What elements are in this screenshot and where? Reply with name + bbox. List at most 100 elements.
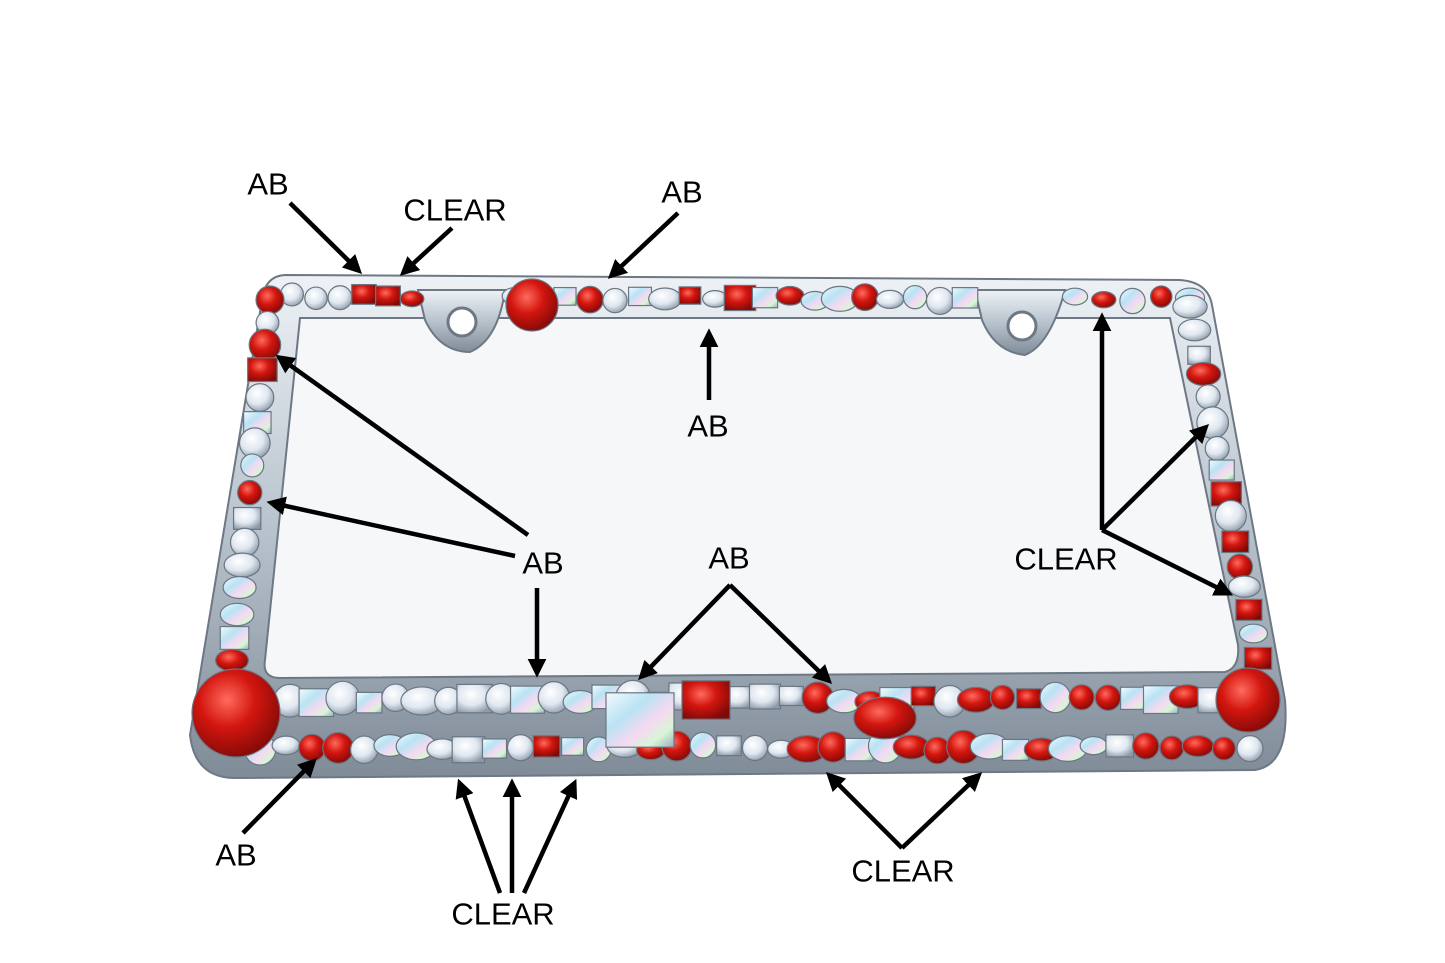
arrow-clear-bottom-left-3 — [521, 778, 578, 894]
gem-red — [247, 357, 278, 383]
gem-ab — [355, 691, 383, 714]
label-ab-top-left: AB — [247, 166, 289, 202]
gem-red — [1181, 735, 1215, 758]
gem-ab — [219, 625, 250, 650]
label-ab-bottom-center: AB — [708, 540, 750, 576]
gem-clear — [327, 285, 353, 311]
gem-clear — [648, 287, 682, 311]
gem-clear — [325, 680, 361, 716]
arrow-clear-bottom-left-1 — [455, 778, 503, 894]
gem-red — [298, 733, 327, 762]
gem-ab — [689, 731, 717, 759]
arrow-clear-right-side-2 — [1100, 424, 1210, 532]
gem-ab — [561, 737, 585, 756]
gem-red — [1132, 732, 1160, 760]
label-ab-bottom-left: AB — [215, 837, 257, 873]
label-clear-bottom-right: CLEAR — [851, 853, 955, 889]
gem-red — [1015, 688, 1042, 710]
gem-red — [817, 731, 849, 763]
gem-clear — [304, 286, 328, 311]
gem-clear — [1227, 575, 1261, 598]
gem-ab — [751, 286, 779, 309]
label-clear-right-side: CLEAR — [1014, 541, 1118, 577]
gem-red — [678, 286, 702, 305]
gem-red — [237, 479, 263, 506]
gem-ab — [1119, 287, 1146, 315]
gem-red — [375, 285, 401, 307]
gem-clear — [506, 734, 535, 762]
gem-red — [851, 283, 879, 312]
arrow-clear-bottom-right-2 — [900, 772, 983, 850]
gem-clear — [925, 286, 955, 316]
gem-ab — [222, 575, 257, 600]
gem-clear — [349, 735, 379, 764]
gem-clear — [1105, 734, 1135, 758]
gem-clear — [875, 289, 905, 310]
gem-red — [1215, 667, 1281, 733]
gem-red — [351, 283, 377, 305]
label-clear-bottom-left: CLEAR — [451, 896, 555, 932]
gem-ab — [481, 738, 508, 759]
gem-ab — [1061, 287, 1089, 306]
gem-red — [853, 696, 917, 740]
gem-ab — [902, 284, 928, 310]
arrow-ab-top-center — [607, 211, 680, 279]
gem-clear — [748, 683, 782, 710]
gem-red — [248, 328, 282, 362]
gem-clear — [229, 527, 260, 558]
gem-clear — [1195, 384, 1221, 410]
gem-red — [1235, 598, 1263, 621]
gem-ab — [1079, 736, 1108, 756]
gem-red — [532, 735, 561, 758]
gem-clear — [1236, 735, 1264, 763]
gem-clear — [741, 734, 769, 762]
gem-red — [1185, 361, 1222, 387]
gem-clear — [1204, 435, 1230, 461]
gem-ab — [627, 286, 653, 307]
gem-clear — [271, 735, 301, 756]
gem-clear — [1214, 499, 1247, 533]
gem-ab — [951, 287, 979, 309]
arrow-clear-top-left — [399, 226, 454, 276]
arrow-ab-bottom-center-2 — [728, 583, 833, 684]
gem-red — [1094, 684, 1122, 712]
label-ab-left-side: AB — [522, 545, 564, 581]
gem-red — [989, 684, 1016, 711]
gem-ab — [1208, 459, 1235, 481]
gem-red — [1221, 530, 1250, 554]
gem-red — [1159, 735, 1185, 761]
gem-red — [576, 285, 604, 314]
gem-red — [399, 290, 425, 308]
gem-red — [1068, 684, 1095, 711]
gem-red — [1149, 285, 1173, 308]
arrow-ab-left-side-1 — [275, 354, 530, 537]
arrow-ab-top-left — [288, 201, 363, 274]
screw-tab-left — [416, 289, 507, 354]
screw-tab-right — [973, 289, 1067, 357]
gem-red — [215, 648, 249, 672]
gem-red — [723, 284, 757, 312]
gem-clear — [1177, 318, 1212, 342]
arrow-ab-bottom-left — [241, 757, 317, 835]
gem-red — [910, 685, 937, 707]
gem-red — [1226, 553, 1254, 581]
gem-clear — [778, 685, 804, 707]
gem-clear — [232, 506, 262, 530]
gem-red — [956, 686, 996, 713]
rhinestone-gems — [191, 278, 1281, 766]
gem-red — [191, 668, 281, 758]
arrow-clear-bottom-right-1 — [825, 771, 904, 850]
label-ab-top-center: AB — [661, 174, 703, 210]
gem-red — [255, 285, 285, 315]
gem-clear — [1172, 294, 1208, 319]
gem-ab — [219, 602, 255, 627]
arrow-ab-bottom-center-1 — [638, 583, 732, 681]
gem-red — [505, 278, 559, 332]
gem-red — [681, 680, 731, 720]
gem-red — [1091, 291, 1117, 309]
gem-clear — [1187, 345, 1211, 365]
gem-clear — [223, 552, 261, 578]
gem-red — [322, 732, 355, 764]
